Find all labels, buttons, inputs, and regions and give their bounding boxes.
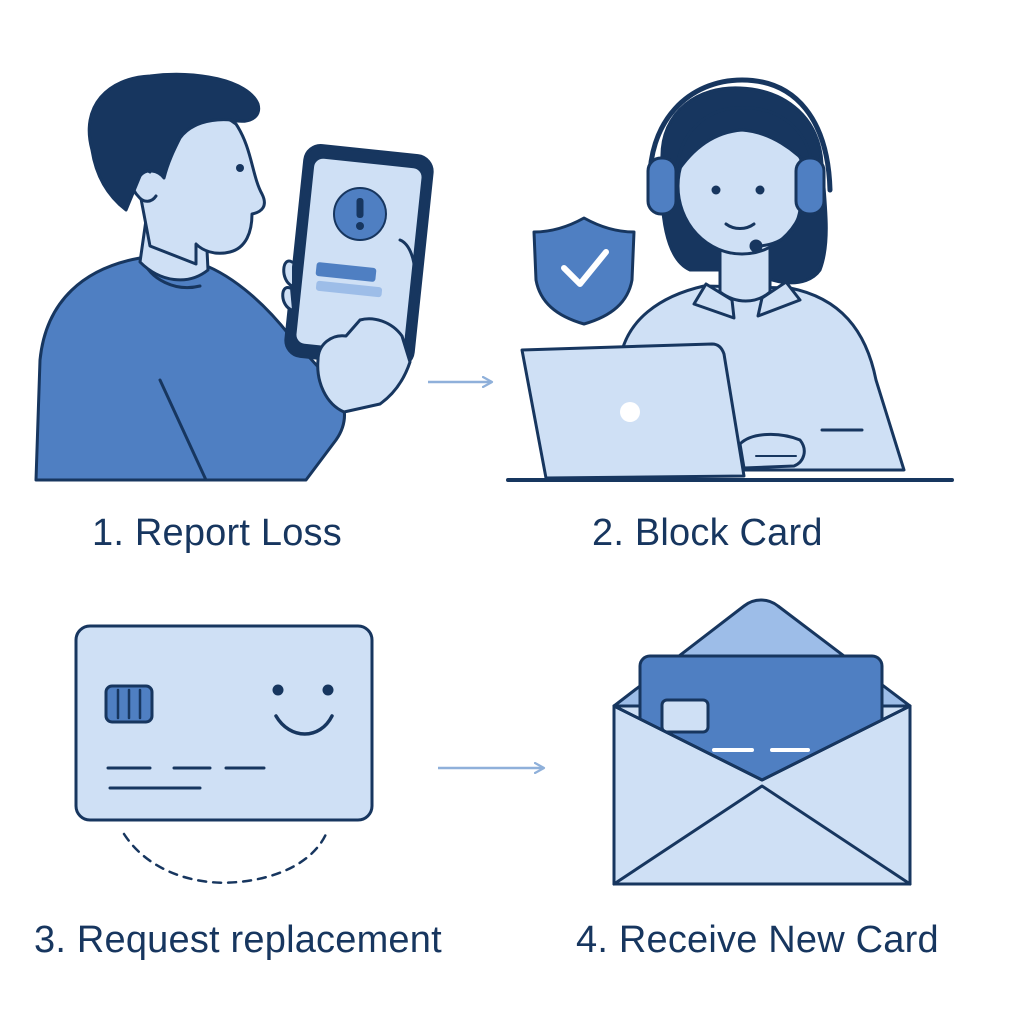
step-4-label: 4. Receive New Card: [576, 919, 939, 961]
step-1-label: 1. Report Loss: [92, 512, 342, 554]
smiling-credit-card-icon: [74, 624, 374, 884]
envelope-with-card-icon: [612, 598, 912, 886]
step-2-label: 2. Block Card: [592, 512, 823, 554]
support-agent-with-shield-icon: [506, 77, 954, 482]
person-with-phone-alert-icon: [34, 72, 434, 482]
step-3-label: 3. Request replacement: [34, 919, 442, 961]
